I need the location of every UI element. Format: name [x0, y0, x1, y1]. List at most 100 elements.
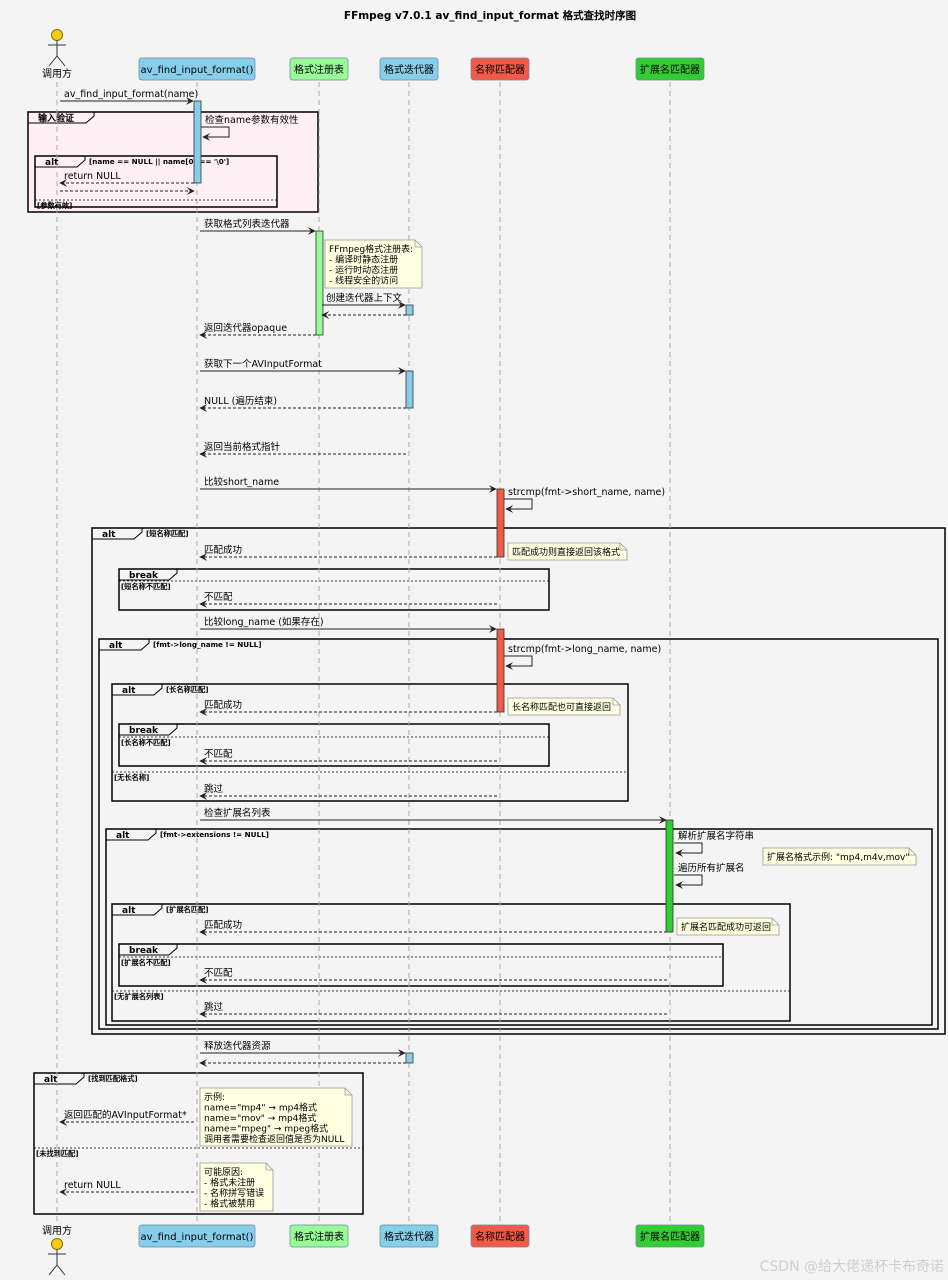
frame-border	[118, 568, 550, 611]
frame-tab	[92, 528, 143, 540]
frame-condition: [fmt->extensions != NULL]	[160, 830, 269, 839]
frame-title: break	[129, 571, 159, 581]
actor-caller: 调用方	[42, 1224, 72, 1276]
frame-alt-f-longnn: alt [fmt->long_name != NULL]	[98, 638, 939, 1030]
activation-registry	[315, 230, 324, 336]
message-label: 获取格式列表迭代器	[204, 218, 290, 230]
message-arrow	[201, 126, 230, 141]
frame-title: alt	[44, 1075, 58, 1085]
participant-box	[470, 1224, 530, 1248]
note-line: - 编译时静态注册	[329, 254, 398, 266]
frame-break-f-break1: break[短名称不匹配]	[118, 568, 550, 611]
frame-title: break	[129, 946, 159, 956]
frame-group-f-input: 输入验证	[27, 111, 319, 213]
participant-label: av_find_input_format()	[141, 65, 254, 76]
note-n2: 匹配成功则直接返回该格式	[507, 542, 628, 561]
actor-leg	[48, 1264, 58, 1276]
note-fold	[771, 918, 779, 926]
actor-leg	[56, 1264, 66, 1276]
message-label: 跳过	[204, 783, 224, 795]
diagram-title: FFmpeg v7.0.1 av_find_input_format 格式查找时…	[344, 9, 636, 22]
message-label: 返回迭代器opaque	[204, 322, 287, 334]
message-label: 比较long_name (如果存在)	[204, 616, 324, 628]
frame-title: alt	[122, 906, 136, 916]
message-label: strcmp(fmt->long_name, name)	[508, 644, 661, 655]
note-box	[676, 917, 780, 936]
frame-border	[98, 638, 939, 1030]
participant-label: 格式注册表	[294, 1230, 344, 1243]
participant-registry: 格式注册表	[289, 57, 349, 81]
activation-name-matcher	[496, 488, 505, 558]
frame-break-f-break3: break[扩展名不匹配]	[118, 943, 724, 987]
message-label: 比较short_name	[204, 476, 279, 488]
message-arrow	[674, 842, 703, 857]
frame-condition: [无长名称]	[114, 773, 149, 782]
frame-border	[34, 155, 278, 208]
message-label: 返回当前格式指针	[204, 441, 281, 453]
note-n7: 可能原因:- 格式未注册- 名称拼写错误- 格式被禁用	[199, 1162, 274, 1212]
frame-title: alt	[116, 831, 130, 841]
activation-func	[193, 100, 202, 184]
message-label: av_find_input_format(name)	[64, 89, 198, 100]
note-fold	[612, 698, 620, 706]
actor-label: 调用方	[42, 67, 72, 80]
frame-alt-f-extnn: alt [fmt->extensions != NULL]	[105, 828, 933, 1026]
frame-tab	[99, 639, 150, 651]
message-m10: NULL (遍历结束)	[199, 395, 406, 412]
note-line: 匹配成功则直接返回该格式	[512, 546, 620, 558]
note-line: 可能原因:	[204, 1166, 243, 1178]
message-m1: av_find_input_format(name)	[60, 89, 198, 105]
participant-label: 格式迭代器	[384, 63, 434, 76]
participant-name_matcher: 名称匹配器	[470, 1224, 530, 1248]
activations	[193, 100, 674, 1064]
frame-tab	[119, 944, 178, 956]
message-m17: strcmp(fmt->long_name, name)	[504, 644, 661, 670]
frame-tab	[106, 829, 157, 841]
frame-condition: [参数有效]	[37, 201, 72, 210]
frame-condition: [长名称不匹配]	[121, 738, 171, 747]
participant-ext_matcher: 扩展名匹配器	[635, 1224, 705, 1248]
frame-condition: [name == NULL || name[0] == '\0']	[89, 157, 229, 167]
message-m22: 解析扩展名字符串	[674, 830, 754, 857]
message-arrow	[504, 498, 533, 513]
frame-alt-f-longmatch: alt[长名称匹配][无长名称]	[111, 683, 629, 802]
participant-box	[635, 57, 705, 81]
participant-registry: 格式注册表	[289, 1224, 349, 1248]
message-label: 匹配成功	[204, 699, 242, 711]
note-box	[324, 239, 423, 289]
actor-head-icon	[51, 29, 63, 41]
participant-box	[379, 1224, 439, 1248]
frame-condition: [fmt->long_name != NULL]	[153, 640, 262, 649]
message-label: strcmp(fmt->short_name, name)	[508, 487, 665, 498]
note-line: 调用者需要检查返回值是否为NULL	[204, 1133, 344, 1145]
note-box	[199, 1162, 274, 1212]
frame-title: alt	[102, 530, 116, 540]
frame-tab	[112, 904, 163, 916]
actor-leg	[56, 55, 66, 67]
note-line: 扩展名格式示例: "mp4,m4v,mov"	[767, 851, 910, 863]
message-m24: 匹配成功	[199, 919, 667, 936]
message-label: 匹配成功	[204, 919, 242, 931]
activation-name-matcher	[496, 628, 505, 713]
note-box	[507, 542, 628, 561]
frame-alt-f-short: alt[短名称匹配]	[91, 527, 946, 1035]
frame-break-f-break2: break[长名称不匹配]	[118, 723, 550, 767]
frame-title: alt	[45, 158, 59, 168]
note-line: name="mp4" → mp4格式	[204, 1102, 317, 1114]
note-line: 扩展名匹配成功可返回	[681, 921, 771, 933]
frame-border	[111, 683, 629, 802]
message-label: 匹配成功	[204, 544, 242, 556]
participant-box	[138, 57, 256, 81]
actor-leg	[48, 55, 58, 67]
actor-label: 调用方	[42, 1224, 72, 1237]
frame-border	[27, 111, 319, 213]
participant-func: av_find_input_format()	[138, 57, 256, 81]
message-label: return NULL	[64, 1180, 121, 1191]
message-label: 返回匹配的AVInputFormat*	[64, 1109, 187, 1121]
frame-border	[91, 527, 946, 1035]
participant-iterator: 格式迭代器	[379, 57, 439, 81]
message-label: 获取下一个AVInputFormat	[204, 359, 322, 370]
message-label: 检查name参数有效性	[205, 114, 299, 126]
frame-border	[118, 943, 724, 987]
actor-caller: 调用方	[42, 29, 72, 80]
